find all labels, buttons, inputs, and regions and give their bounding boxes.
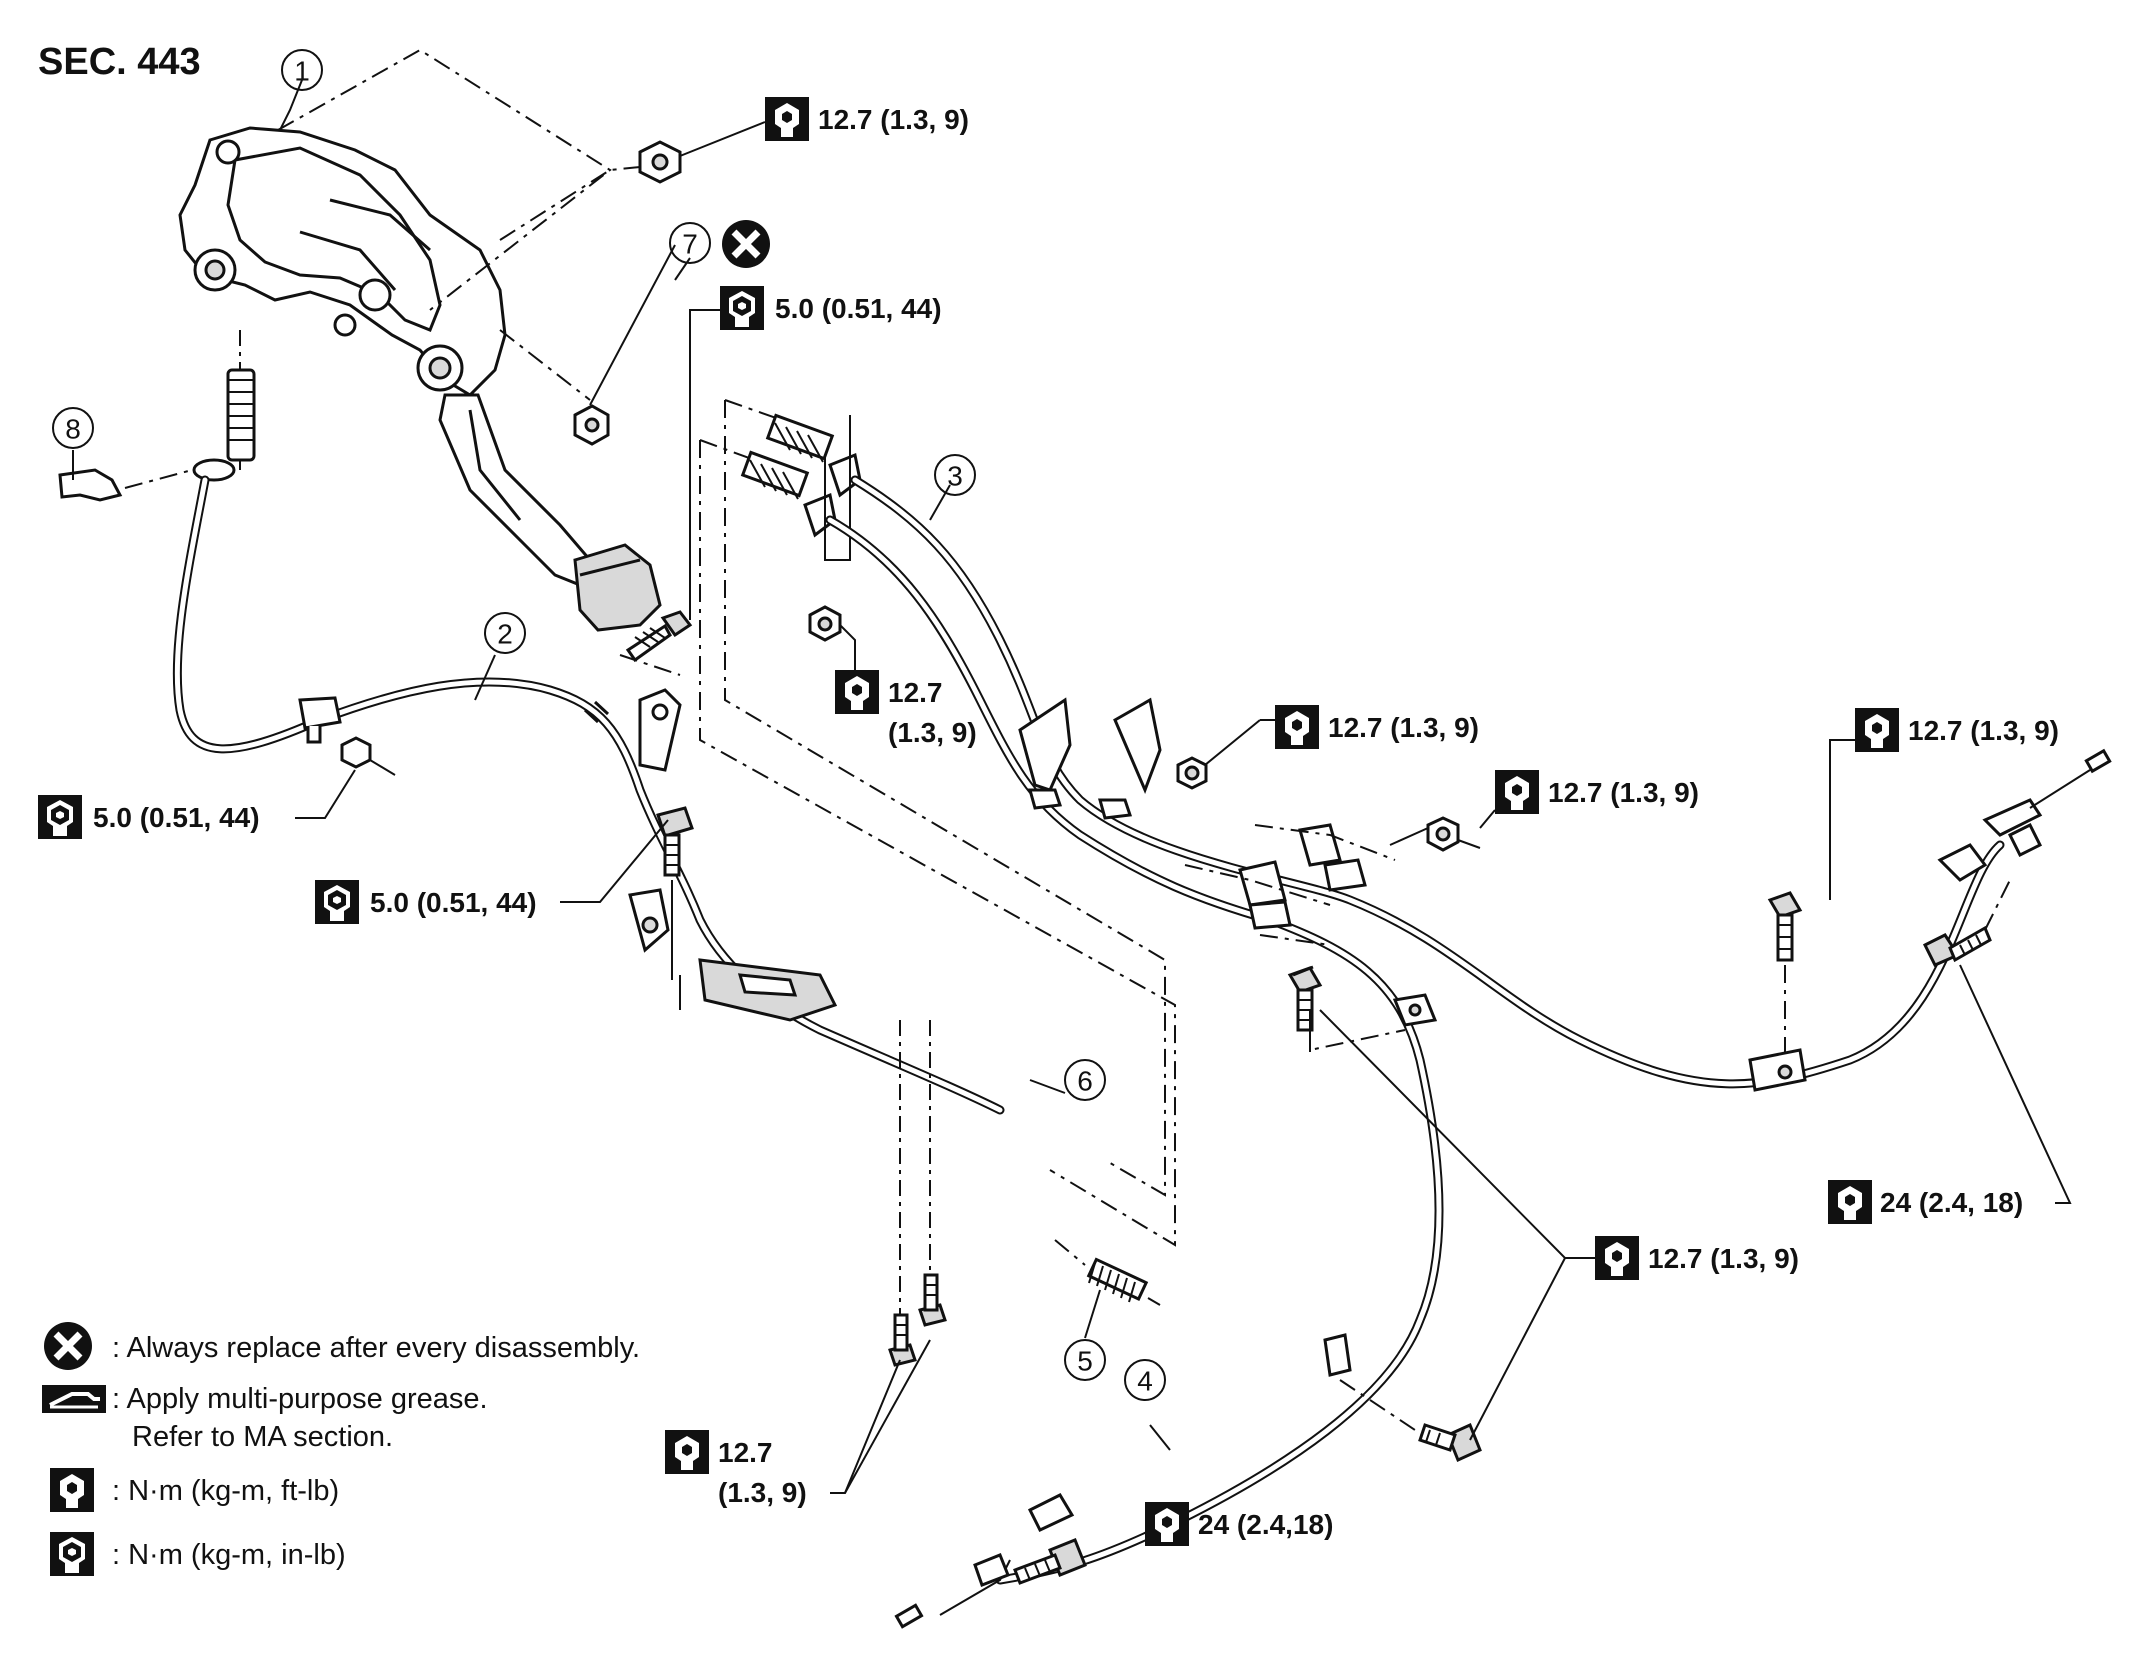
svg-text:24 (2.4, 18): 24 (2.4, 18) <box>1880 1187 2023 1218</box>
pedal-nut <box>638 121 766 184</box>
torque-wrench-ftlb-icon <box>50 1468 94 1512</box>
callout-7: 7 <box>669 222 711 264</box>
svg-text:3: 3 <box>947 461 963 492</box>
callout-4: 4 <box>1124 1359 1166 1401</box>
always-replace-icon <box>44 1322 92 1370</box>
svg-text:: N·m (kg-m, in-lb): : N·m (kg-m, in-lb) <box>112 1539 346 1571</box>
section-title: SEC. 443 <box>38 41 201 83</box>
grease-icon <box>42 1385 106 1413</box>
callout-3: 3 <box>934 454 976 496</box>
svg-text:2: 2 <box>497 619 513 650</box>
callout-1: 1 <box>281 49 323 91</box>
bracket-bolts <box>888 1020 947 1367</box>
torque-label-4: 12.7 (1.3, 9) <box>1275 705 1479 749</box>
torque-label-2: 5.0 (0.51, 44) <box>720 286 942 330</box>
svg-text:7: 7 <box>682 229 698 260</box>
legend-ftlb: : N·m (kg-m, ft-lb) <box>50 1468 339 1512</box>
svg-text:: Always replace after every d: : Always replace after every disassembly… <box>112 1332 640 1364</box>
torque-label-7: 5.0 (0.51, 44) <box>38 795 260 839</box>
svg-text:: Apply multi-purpose grease.: : Apply multi-purpose grease. <box>112 1383 488 1415</box>
callout-6: 6 <box>1064 1059 1106 1101</box>
return-spring <box>1054 1239 1161 1306</box>
svg-text:5: 5 <box>1077 1346 1093 1377</box>
torque-wrench-ftlb-icon <box>1855 708 1899 752</box>
svg-text:5.0 (0.51, 44): 5.0 (0.51, 44) <box>370 887 537 918</box>
legend-grease: : Apply multi-purpose grease. Refer to M… <box>42 1383 488 1453</box>
torque-wrench-inlb-icon <box>315 880 359 924</box>
torque-wrench-ftlb-icon <box>765 97 809 141</box>
svg-text:: N·m (kg-m, ft-lb): : N·m (kg-m, ft-lb) <box>112 1475 339 1507</box>
outline-guide-a <box>724 400 1166 1197</box>
svg-text:4: 4 <box>1137 1366 1153 1397</box>
torque-wrench-ftlb-icon <box>1828 1180 1872 1224</box>
legend: : Always replace after every disassembly… <box>42 1322 640 1576</box>
svg-text:(1.3, 9): (1.3, 9) <box>718 1477 807 1508</box>
torque-wrench-ftlb-icon <box>1595 1236 1639 1280</box>
torque-label-10: 12.7 (1.3, 9) <box>1595 1236 1799 1280</box>
svg-text:12.7 (1.3, 9): 12.7 (1.3, 9) <box>1548 777 1699 808</box>
torque-wrench-inlb-icon <box>720 286 764 330</box>
torque-wrench-ftlb-icon <box>665 1430 709 1474</box>
torque-label-11: 12.7 (1.3, 9) <box>665 1430 807 1508</box>
callout-2: 2 <box>484 612 526 654</box>
rear-cable-assembly <box>740 413 2112 1629</box>
pedal-assembly <box>178 48 662 632</box>
torque-wrench-inlb-icon <box>38 795 82 839</box>
torque-label-12: 24 (2.4,18) <box>1145 1502 1333 1546</box>
leader-lines <box>72 79 2072 1494</box>
svg-text:5.0 (0.51, 44): 5.0 (0.51, 44) <box>775 293 942 324</box>
callout-5: 5 <box>1064 1339 1106 1381</box>
svg-text:24 (2.4,18): 24 (2.4,18) <box>1198 1509 1333 1540</box>
torque-label-5: 12.7 (1.3, 9) <box>1495 770 1699 814</box>
torque-wrench-ftlb-icon <box>1145 1502 1189 1546</box>
svg-text:(1.3, 9): (1.3, 9) <box>888 717 977 748</box>
torque-label-8: 5.0 (0.51, 44) <box>315 880 537 924</box>
torque-label-6: 12.7 (1.3, 9) <box>1855 708 2059 752</box>
svg-text:12.7 (1.3, 9): 12.7 (1.3, 9) <box>1908 715 2059 746</box>
torque-label-1: 12.7 (1.3, 9) <box>765 97 969 141</box>
svg-text:6: 6 <box>1077 1066 1093 1097</box>
svg-text:1: 1 <box>294 56 310 87</box>
svg-text:12.7 (1.3, 9): 12.7 (1.3, 9) <box>1328 712 1479 743</box>
front-cable <box>172 475 1005 1115</box>
callout-8: 8 <box>52 407 94 449</box>
center-bolt <box>619 610 693 676</box>
svg-text:Refer to MA section.: Refer to MA section. <box>132 1421 393 1453</box>
svg-text:8: 8 <box>65 414 81 445</box>
svg-text:12.7: 12.7 <box>888 677 943 708</box>
torque-wrench-inlb-icon <box>50 1532 94 1576</box>
torque-wrench-ftlb-icon <box>1495 770 1539 814</box>
torque-wrench-ftlb-icon <box>835 670 879 714</box>
svg-text:12.7 (1.3, 9): 12.7 (1.3, 9) <box>818 104 969 135</box>
torque-label-9: 24 (2.4, 18) <box>1828 1180 2023 1224</box>
legend-replace: : Always replace after every disassembly… <box>44 1322 640 1370</box>
always-replace-icon <box>722 220 770 268</box>
legend-inlb: : N·m (kg-m, in-lb) <box>50 1532 346 1576</box>
svg-text:12.7: 12.7 <box>718 1437 773 1468</box>
part-8-clip <box>58 468 193 502</box>
torque-wrench-ftlb-icon <box>1275 705 1319 749</box>
svg-text:5.0 (0.51, 44): 5.0 (0.51, 44) <box>93 802 260 833</box>
torque-label-3: 12.7 (1.3, 9) <box>835 670 977 748</box>
outline-guide-c <box>699 440 1176 1247</box>
svg-text:12.7 (1.3, 9): 12.7 (1.3, 9) <box>1648 1243 1799 1274</box>
part-7-nut <box>573 244 676 446</box>
